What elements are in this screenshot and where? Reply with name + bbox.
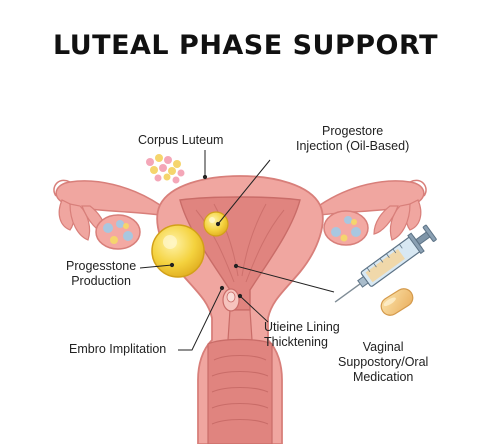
corpus-luteum-icon: [151, 224, 205, 278]
leader-injection: [217, 159, 271, 225]
embryo-icon: [222, 288, 240, 312]
label-corpus-luteum: Corpus Luteum: [138, 133, 224, 147]
leader-lines: [139, 150, 335, 351]
uterine-lining-texture: [195, 203, 285, 283]
diagram-title: LUTEAL PHASE SUPPORT: [53, 30, 438, 61]
vaginal-rugae: [211, 354, 269, 425]
leader-route: [235, 265, 335, 293]
vaginal-canal: [207, 338, 273, 444]
label-embryo-implantation: Embro Implitation: [69, 342, 167, 356]
leader-lining: [239, 295, 269, 323]
right-ovary: [323, 210, 369, 246]
label-injection: Progestore Injection (Oil-Based): [296, 124, 410, 153]
label-uterine-lining: Utieine Lining Thicktening: [264, 320, 340, 349]
pill-icon: [380, 288, 414, 316]
leader-production: [139, 264, 173, 269]
label-progesterone-production: Progesstone Production: [66, 259, 137, 288]
follicle-cluster-icon: [146, 154, 185, 184]
syringe-icon: [334, 224, 437, 303]
left-ovary: [95, 214, 141, 250]
label-suppository-medication: Vaginal Suppostory/Oral Medication: [338, 340, 429, 384]
cervical-canal: [227, 309, 253, 341]
right-fimbriae: [373, 199, 422, 241]
leader-implantation: [178, 287, 223, 351]
